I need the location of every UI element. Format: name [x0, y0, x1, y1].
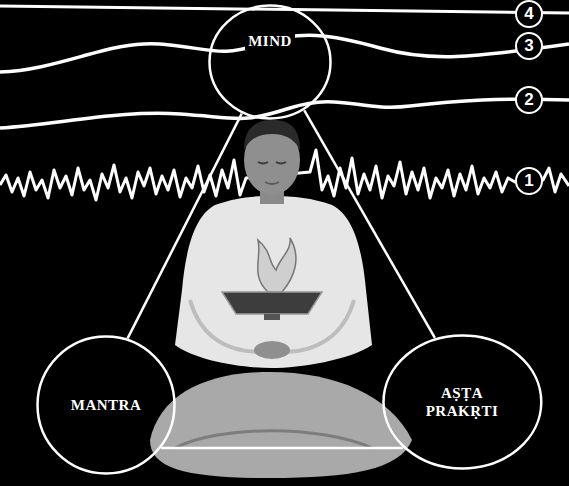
bowl-stand	[264, 314, 280, 320]
node-label: AṢṬA PRAKṚTI	[407, 384, 517, 420]
ellipse-outline	[208, 4, 332, 120]
closed-eyes	[258, 162, 286, 164]
wave-lines	[0, 6, 569, 200]
ellipse-outline	[38, 337, 175, 474]
fire-bowl	[222, 292, 322, 314]
ellipse-node: MANTRA	[36, 335, 176, 475]
mouth	[265, 182, 279, 184]
triangle-side	[128, 114, 242, 339]
node-label: MIND	[245, 32, 295, 50]
ellipse-node: AṢṬA PRAKṚTI	[382, 334, 543, 470]
callout-number: 1	[515, 167, 543, 195]
triangle-side	[304, 110, 435, 338]
crossed-legs	[150, 372, 412, 478]
callout-number: 2	[515, 86, 543, 114]
white-shirt	[175, 196, 372, 368]
ellipse-outline	[210, 6, 331, 119]
callout-number: 4	[515, 0, 543, 28]
ellipse-outline	[383, 336, 541, 469]
flame	[258, 238, 296, 292]
folded-hands	[254, 341, 290, 359]
leg-fold	[175, 431, 372, 448]
ellipse-node: MIND	[208, 4, 332, 120]
callout-number: 3	[515, 32, 543, 60]
meditating-person	[150, 120, 412, 478]
hair	[244, 120, 300, 150]
triangle-side	[161, 447, 403, 450]
node-label: MANTRA	[68, 396, 145, 414]
